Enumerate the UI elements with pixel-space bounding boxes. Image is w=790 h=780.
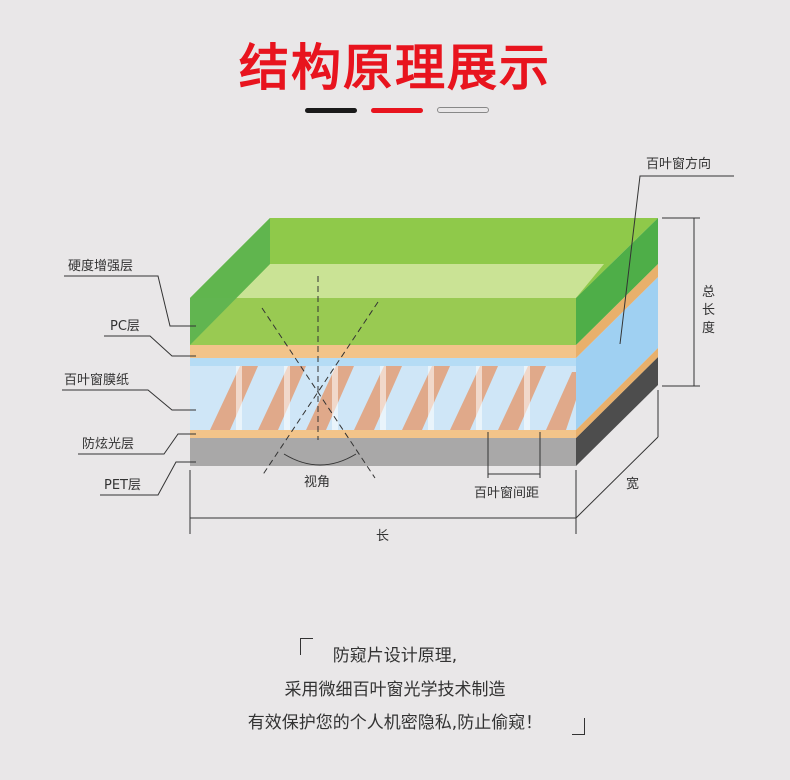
hardness-layer-front: [190, 298, 576, 345]
label-antiglare-layer: 防炫光层: [82, 436, 134, 452]
description-line-2: 采用微细百叶窗光学技术制造: [284, 680, 506, 700]
leader-louver: [62, 389, 196, 411]
pc-layer-front: [190, 345, 576, 358]
pet-layer-side: [576, 357, 658, 466]
label-louver-pitch: 百叶窗间距: [474, 485, 539, 501]
page-title: 结构原理展示: [239, 39, 551, 97]
width-dim-line: [575, 436, 659, 519]
hardness-layer-side: [576, 218, 658, 345]
quote-bracket-close: [572, 718, 585, 735]
pet-layer-front: [190, 438, 576, 466]
leader-hardness: [64, 275, 196, 327]
label-total-thickness-1: 总: [702, 285, 715, 300]
hardness-layer-left: [190, 218, 270, 345]
label-total-thickness-2: 长: [702, 303, 715, 318]
label-length: 长: [376, 529, 389, 544]
leader-pet: [100, 461, 196, 496]
leader-antiglare: [78, 433, 196, 455]
view-angle-lines: [261, 276, 379, 479]
louver-slats: [210, 366, 576, 430]
label-total-thickness-3: 度: [702, 320, 715, 336]
hardness-layer-inner: [236, 264, 604, 298]
label-louver-film: 百叶窗膜纸: [64, 372, 129, 388]
title-decor-bar-red: [371, 108, 423, 113]
description-line-1: 防窥片设计原理,: [332, 646, 458, 666]
pc-layer-side: [576, 264, 658, 358]
louver-film-side: [576, 277, 658, 430]
louver-film-top-band: [190, 358, 576, 366]
label-pc-layer: PC层: [110, 319, 140, 334]
label-width: 宽: [626, 476, 639, 492]
label-hardness-layer: 硬度增强层: [68, 258, 133, 274]
title-decor-bar-outline: [437, 107, 489, 113]
label-view-angle: 视角: [304, 475, 330, 490]
label-louver-direction: 百叶窗方向: [646, 156, 711, 172]
title-decor-bar-black: [305, 108, 357, 113]
leader-louver-direction: [619, 175, 734, 345]
quote-bracket-open: [300, 638, 313, 655]
view-angle-arc: [283, 453, 357, 466]
description-line-3: 有效保护您的个人机密隐私,防止偷窥！: [247, 713, 543, 733]
label-pet-layer: PET层: [104, 478, 141, 493]
leader-pc: [104, 335, 196, 357]
antiglare-layer-side: [576, 348, 658, 438]
antiglare-layer-front: [190, 430, 576, 438]
